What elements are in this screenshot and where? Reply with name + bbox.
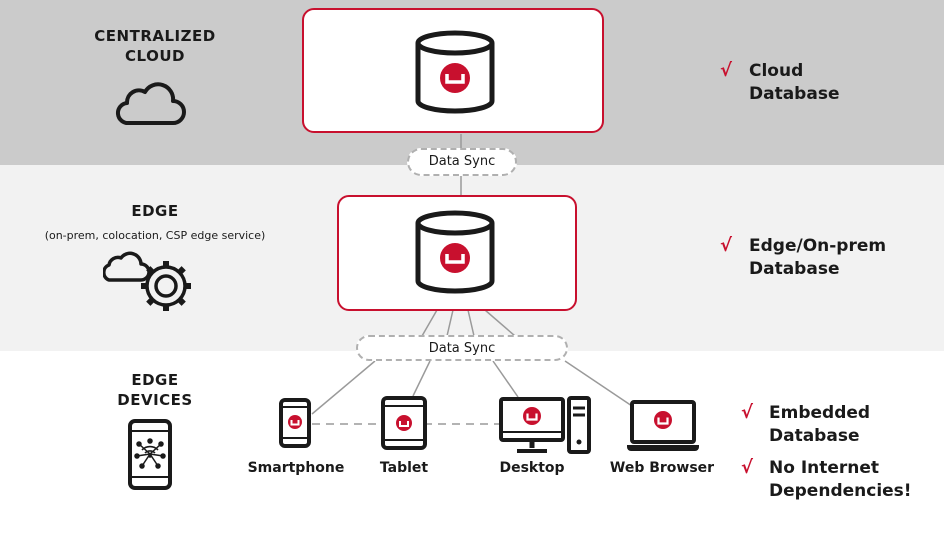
edge-to-sync-line-1	[421, 309, 438, 337]
desktop-icon	[499, 396, 591, 454]
edge-database-icon	[415, 210, 495, 294]
cloud-check-icon: √	[720, 60, 733, 81]
sync-to-desktop-line	[492, 360, 519, 398]
edge-database-feature: Edge/On-prem Database	[749, 236, 887, 279]
cloud-gear-icon	[103, 251, 191, 311]
cloud-icon	[116, 82, 186, 126]
smartphone-icon	[279, 398, 311, 448]
tablet-label: Tablet	[379, 460, 429, 476]
edge-tier-subtitle: (on-prem, colocation, CSP edge service)	[44, 229, 266, 242]
cloud-database-icon	[415, 30, 495, 114]
embedded-check-icon: √	[741, 402, 754, 423]
sync-to-browser-line	[564, 360, 633, 407]
desktop-label: Desktop	[499, 460, 565, 476]
smartphone-label: Smartphone	[247, 460, 345, 476]
cloud-database-feature: Cloud Database	[749, 61, 840, 104]
sync-to-smartphone-line	[311, 360, 376, 415]
edge-check-icon: √	[720, 235, 733, 256]
sync-to-tablet-line	[412, 360, 431, 397]
devices-tier-band	[0, 351, 944, 533]
embedded-database-feature: Embedded Database	[769, 403, 871, 446]
tablet-icon	[381, 396, 427, 450]
upper-data-sync-label: Data Sync	[428, 154, 496, 169]
lower-data-sync-pill	[356, 335, 568, 361]
edge-to-sync-line-2	[446, 309, 454, 337]
edge-to-sync-line-3	[467, 309, 475, 337]
cloud-tier-title: CENTRALIZED CLOUD	[94, 27, 216, 65]
no-internet-check-icon: √	[741, 457, 754, 478]
edge-tier-title: EDGE	[131, 202, 179, 220]
iot-device-icon	[128, 419, 172, 490]
devices-tier-title: EDGE DEVICES	[117, 371, 193, 409]
no-internet-feature: No Internet Dependencies!	[769, 458, 912, 501]
edge-to-sync-line-4	[484, 309, 516, 337]
laptop-icon	[627, 400, 699, 451]
web-browser-label: Web Browser	[609, 460, 715, 476]
lower-data-sync-label: Data Sync	[428, 341, 496, 356]
upper-data-sync-pill	[407, 148, 517, 176]
